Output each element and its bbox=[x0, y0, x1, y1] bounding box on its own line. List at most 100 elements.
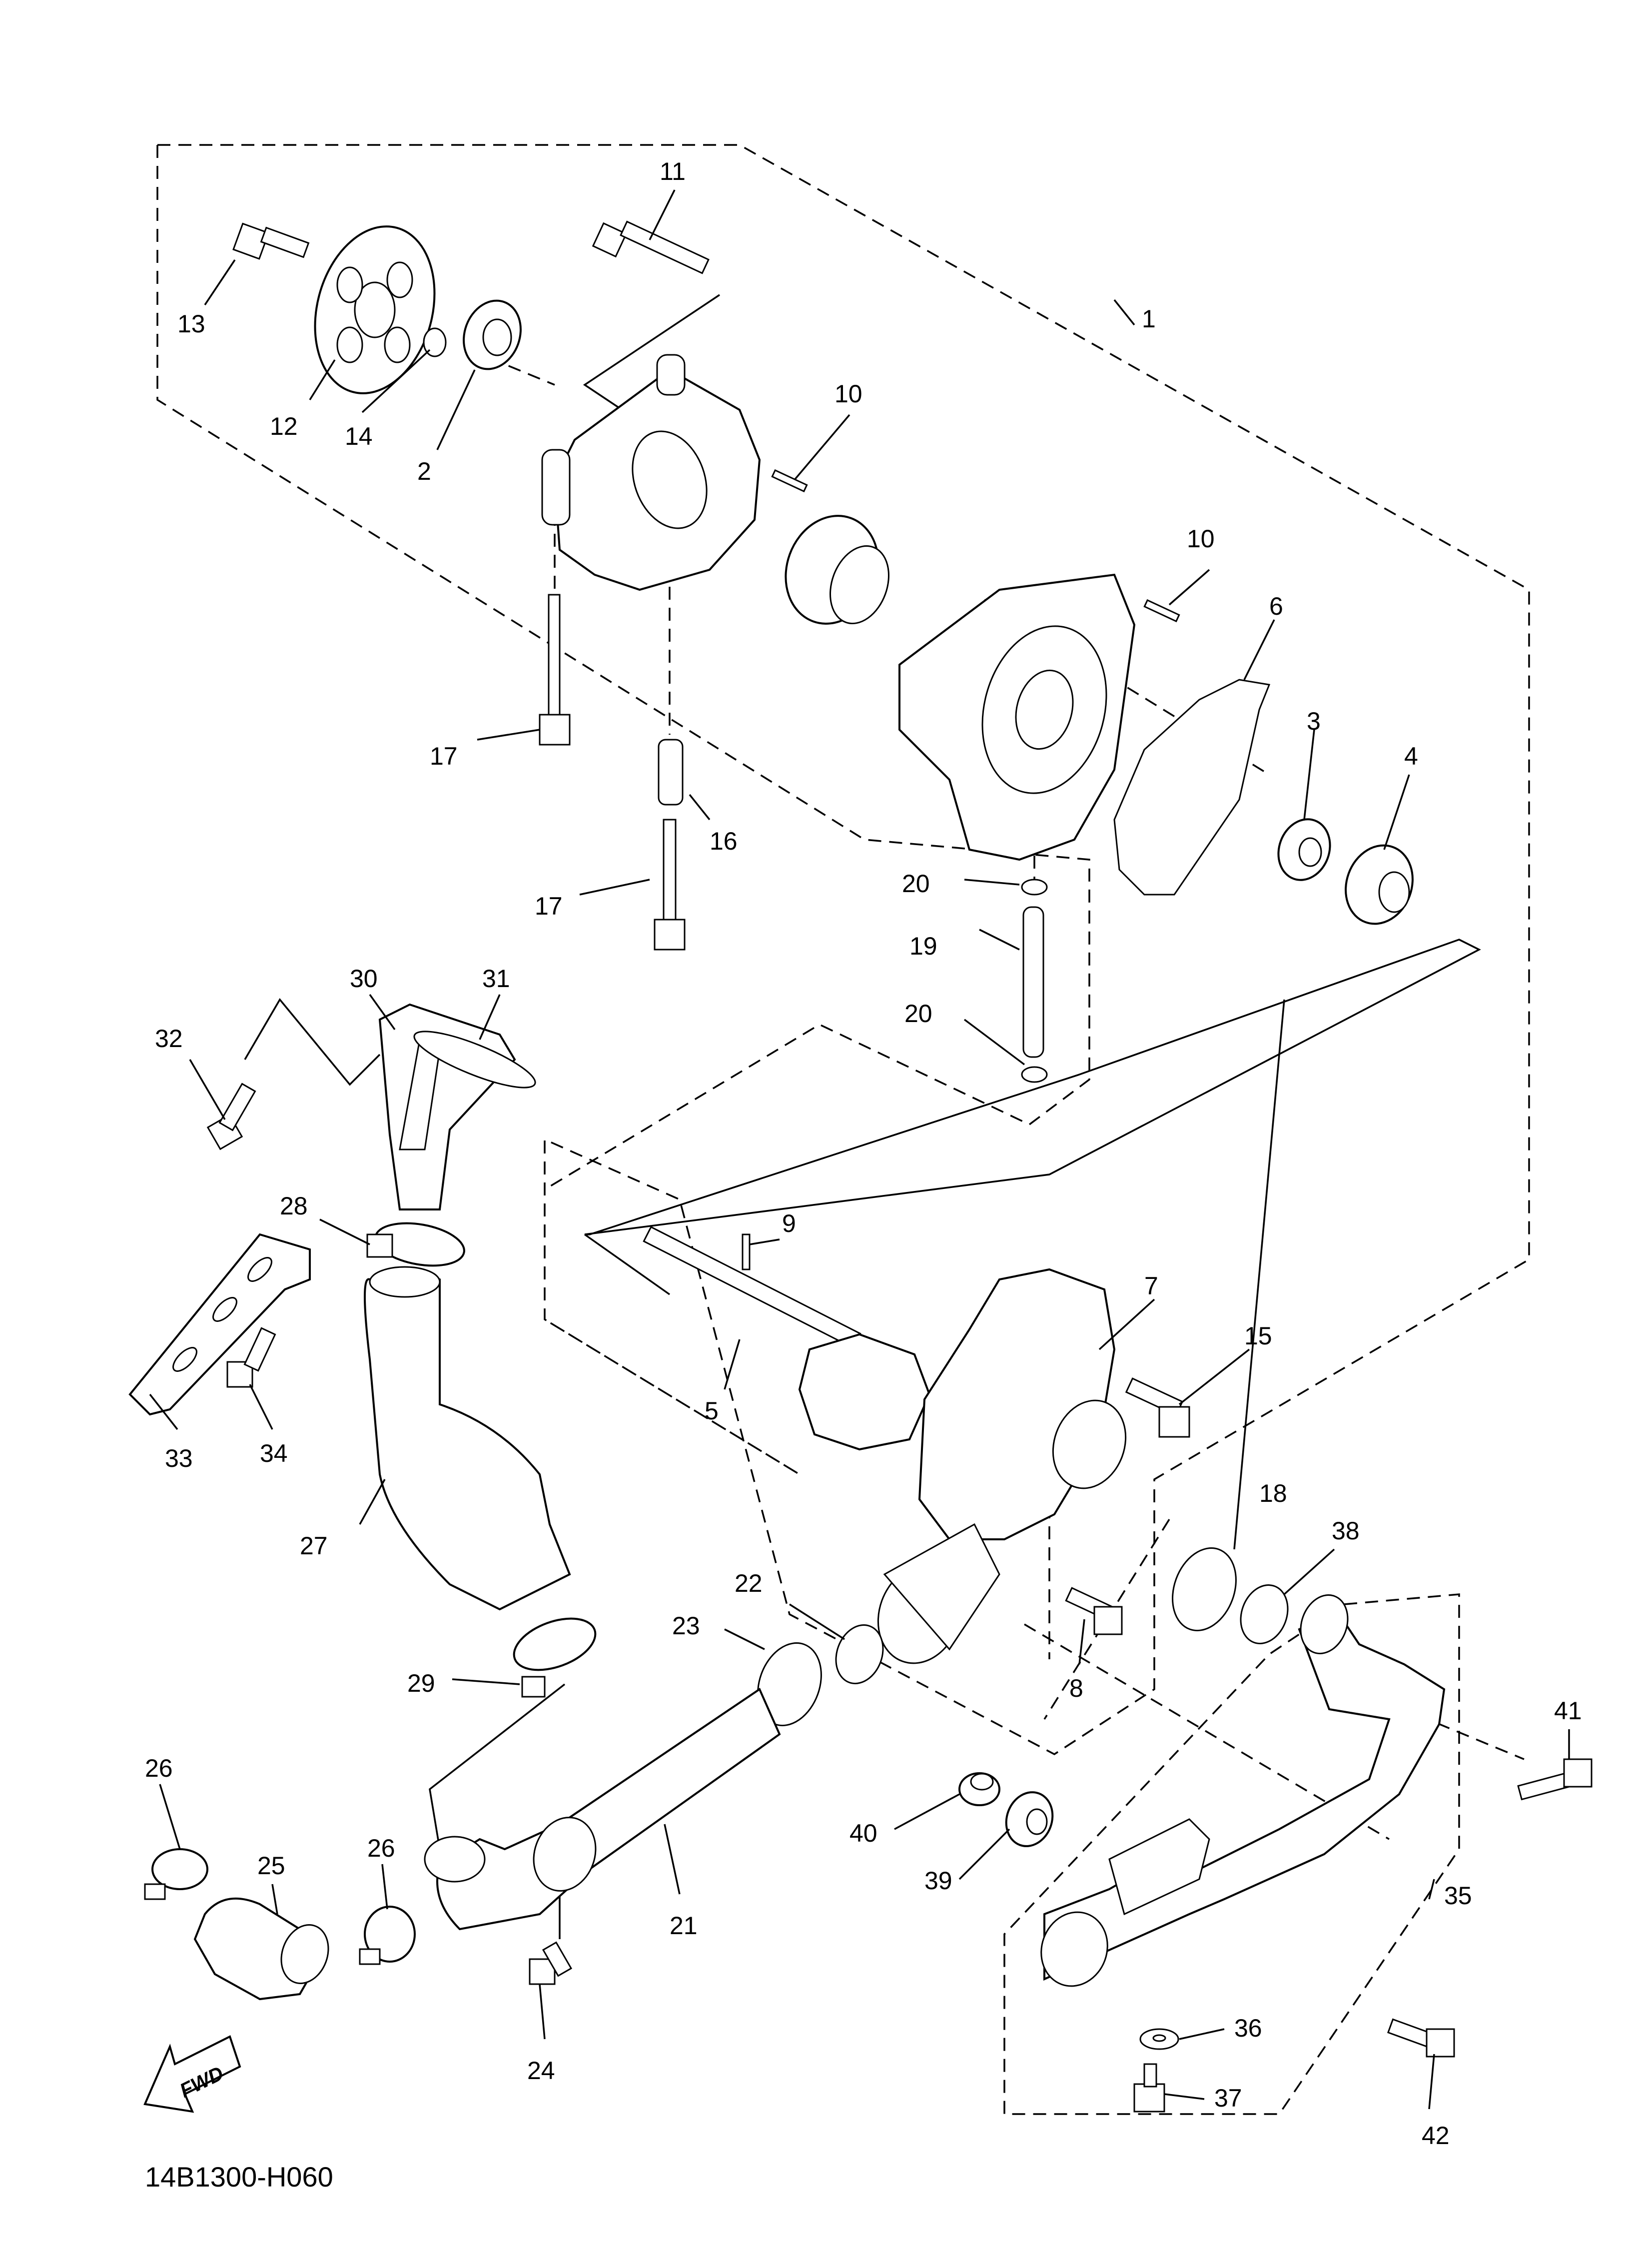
callout-34: 34 bbox=[260, 1439, 288, 1467]
o-ring-20a-part bbox=[1021, 879, 1048, 896]
bearing-2-part bbox=[463, 299, 522, 370]
washer-36-part bbox=[1139, 2028, 1179, 2050]
clamp-26a-part bbox=[144, 1848, 208, 1900]
callout-27: 27 bbox=[300, 1532, 328, 1560]
callout-11: 11 bbox=[660, 157, 686, 185]
pipe-35-part bbox=[1040, 1594, 1446, 1987]
bolt-15-part bbox=[1125, 1377, 1190, 1438]
callout-25: 25 bbox=[257, 1852, 285, 1880]
bolt-32-guide-line bbox=[244, 998, 381, 1086]
callout-2: 2 bbox=[417, 457, 431, 485]
pump-shaft-guide-line bbox=[584, 939, 1481, 1295]
callout-37: 37 bbox=[1214, 2084, 1242, 2112]
o-ring-20b-part bbox=[1021, 1066, 1048, 1083]
sprocket-12-part bbox=[314, 225, 436, 394]
bolt-42-part bbox=[1387, 2018, 1455, 2058]
callout-18: 18 bbox=[1259, 1479, 1287, 1507]
seal-3-part bbox=[1277, 818, 1331, 881]
clamp-29-part bbox=[513, 1617, 597, 1698]
callout-10b: 10 bbox=[1187, 525, 1215, 553]
callout-26b: 26 bbox=[367, 1834, 395, 1862]
callout-4: 4 bbox=[1404, 742, 1418, 770]
bolt-8-part bbox=[1065, 1587, 1123, 1635]
callout-33: 33 bbox=[165, 1444, 193, 1472]
bolt-13-part bbox=[232, 222, 310, 260]
callout-26a: 26 bbox=[145, 1754, 173, 1782]
bolt-17a-part bbox=[539, 594, 571, 746]
pipe-19-part bbox=[1022, 906, 1044, 1058]
callout-10a: 10 bbox=[834, 380, 862, 408]
clamp-26b-part bbox=[359, 1906, 416, 1965]
callout-41: 41 bbox=[1554, 1697, 1582, 1725]
bracket-33-part bbox=[128, 1233, 311, 1416]
callout-1: 1 bbox=[1142, 305, 1156, 333]
bolt-34-part bbox=[226, 1327, 276, 1388]
callout-24: 24 bbox=[527, 2057, 555, 2085]
fwd-arrow-icon bbox=[143, 2035, 241, 2113]
fwd-arrow: FWD bbox=[143, 2035, 241, 2113]
o-ring-22-part bbox=[835, 1624, 884, 1684]
callout-20a: 20 bbox=[902, 870, 930, 898]
callout-6: 6 bbox=[1269, 592, 1283, 620]
oil-pump-body-part bbox=[541, 354, 761, 591]
callout-23: 23 bbox=[672, 1612, 700, 1640]
bolt-41-part bbox=[1517, 1758, 1593, 1801]
pin-9-part bbox=[742, 1233, 751, 1270]
callout-16: 16 bbox=[710, 827, 738, 855]
assembly-boundaries bbox=[156, 144, 1530, 2115]
o-ring-38-part bbox=[1240, 1584, 1289, 1644]
callout-40: 40 bbox=[849, 1819, 877, 1847]
callout-39: 39 bbox=[924, 1867, 952, 1895]
callout-15: 15 bbox=[1244, 1322, 1272, 1350]
callout-32: 32 bbox=[155, 1025, 183, 1053]
assembly-1-boundary bbox=[156, 144, 1530, 1756]
callout-14: 14 bbox=[345, 422, 373, 450]
callout-17a: 17 bbox=[430, 742, 458, 770]
mechanical-seal-4-part bbox=[1345, 844, 1414, 925]
pump-housing-part bbox=[898, 573, 1136, 861]
callout-12: 12 bbox=[270, 412, 298, 440]
o-ring-18-part bbox=[1172, 1547, 1237, 1631]
leader-lines bbox=[149, 189, 1570, 2110]
callout-29: 29 bbox=[407, 1669, 435, 1697]
callout-9: 9 bbox=[782, 1209, 796, 1237]
oil-pump-rotor-part bbox=[785, 515, 889, 625]
callout-13: 13 bbox=[177, 310, 205, 338]
callout-20b: 20 bbox=[904, 1000, 932, 1028]
pump-cover-7-part bbox=[877, 1268, 1127, 1664]
callout-7: 7 bbox=[1144, 1272, 1158, 1300]
callout-8: 8 bbox=[1069, 1674, 1083, 1702]
dowel-16-part bbox=[658, 739, 684, 806]
callout-22: 22 bbox=[735, 1569, 763, 1597]
callout-17b: 17 bbox=[535, 892, 563, 920]
diagram-code: 14B1300-H060 bbox=[145, 2161, 333, 2193]
callout-labels: 1 2 3 4 5 6 7 8 9 10 10 11 12 13 14 15 1… bbox=[145, 157, 1582, 2150]
callout-35: 35 bbox=[1444, 1882, 1472, 1910]
callout-28: 28 bbox=[280, 1192, 308, 1220]
callout-3: 3 bbox=[1307, 707, 1321, 735]
callout-42: 42 bbox=[1422, 2122, 1450, 2150]
bolt-17b-part bbox=[654, 819, 686, 951]
bolt-32-part bbox=[206, 1083, 256, 1150]
bolt-37-part bbox=[1133, 2063, 1165, 2113]
gasket-6-part bbox=[1113, 679, 1271, 896]
callout-30: 30 bbox=[350, 965, 378, 993]
o-ring-31-part bbox=[413, 1031, 536, 1089]
impeller-shaft-5-part bbox=[643, 1226, 931, 1451]
bolt-24-part bbox=[529, 1941, 573, 1985]
callout-19: 19 bbox=[909, 932, 937, 960]
elbow-25-part bbox=[193, 1897, 329, 2001]
hose-27-part bbox=[364, 1266, 571, 1611]
damper-39-part bbox=[1005, 1791, 1054, 1847]
collar-40-part bbox=[958, 1772, 1000, 1806]
callout-31: 31 bbox=[482, 965, 510, 993]
pin-10a-part bbox=[771, 469, 808, 493]
bolt-11-part bbox=[592, 220, 710, 274]
parts bbox=[128, 220, 1593, 2113]
bolt-11-guide-line bbox=[583, 294, 720, 416]
callout-21: 21 bbox=[670, 1912, 698, 1940]
callout-36: 36 bbox=[1234, 2014, 1262, 2042]
pin-10b-part bbox=[1143, 599, 1180, 623]
clamp-28-part bbox=[366, 1222, 465, 1267]
